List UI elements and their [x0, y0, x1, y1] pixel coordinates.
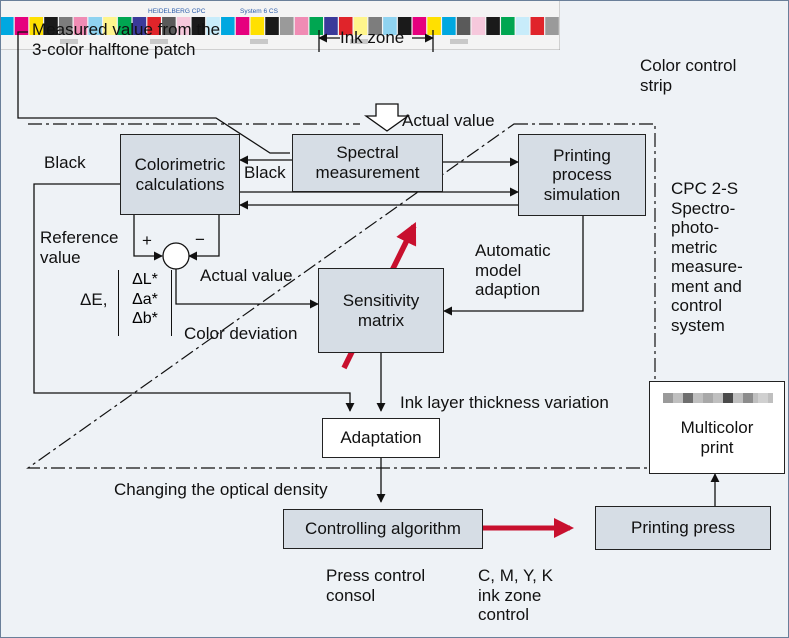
strip-patch [324, 17, 338, 35]
color-control-strip: HEIDELBERG CPC System 6 CS [0, 0, 561, 51]
strip-patch [103, 17, 117, 35]
box-sensitivity-matrix: Sensitivity matrix [318, 268, 444, 353]
strip-patch [338, 17, 353, 35]
label-changing-optical-density: Changing the optical density [114, 480, 328, 499]
strip-patch [44, 17, 58, 35]
strip-patch [73, 17, 88, 35]
strip-patch [501, 17, 515, 35]
label-ink-layer-thickness: Ink layer thickness variation [400, 393, 609, 412]
strip-patch [383, 17, 397, 35]
strip-patch [14, 17, 29, 35]
strip-patch [221, 17, 235, 35]
strip-patch [412, 17, 427, 35]
box-colorimetric-calculations: Colorimetric calculations [120, 134, 240, 215]
label-measured-value: Measured value from the 3-color halftone… [32, 20, 221, 59]
strip-patch [176, 17, 191, 35]
strip-patch [442, 17, 456, 35]
strip-patch [353, 17, 368, 35]
label-color-control-strip: Color control strip [640, 56, 737, 95]
box-adaptation: Adaptation [322, 418, 440, 458]
label-minus-sign: − [195, 230, 205, 249]
strip-patch [191, 17, 206, 35]
strip-marker [60, 39, 78, 44]
strip-patch [117, 17, 132, 35]
strip-marker [450, 39, 468, 44]
label-ink-zone: Ink zone [340, 28, 405, 47]
box-spectral-measurement: Spectral measurement [292, 134, 443, 192]
strip-patch [456, 17, 471, 35]
strip-patch [250, 17, 265, 35]
strip-patch [471, 17, 486, 35]
print-sample-strip [663, 393, 773, 403]
strip-patch [368, 17, 382, 35]
label-ink-zone-control: C, M, Y, K ink zone control [478, 566, 553, 625]
label-press-control-consol: Press control consol [326, 566, 426, 605]
strip-patch [147, 17, 161, 35]
label-plus-sign: + [142, 231, 152, 250]
strip-patch [545, 17, 559, 35]
connector-measured-value [17, 31, 290, 154]
strip-brand-text: HEIDELBERG CPC [148, 8, 206, 15]
strip-marker [250, 39, 268, 44]
strip-patch [132, 17, 147, 35]
actual-value-down-arrow [363, 103, 411, 132]
delta-l: ΔL* [132, 271, 158, 288]
strip-patch [162, 17, 176, 35]
strip-patch [397, 17, 412, 35]
strip-patch [427, 17, 441, 35]
arrow-model-adaption [443, 216, 584, 316]
strip-patch [530, 17, 545, 35]
box-printing-press: Printing press [595, 506, 771, 550]
arrow-reference-to-comparator [133, 215, 163, 261]
delta-a: Δa* [132, 290, 158, 308]
strip-system-text: System 6 CS [240, 8, 279, 15]
label-delta-e: ΔE, [80, 290, 108, 309]
box-controlling-algorithm: Controlling algorithm [283, 509, 483, 549]
strip-marker [350, 39, 368, 44]
label-actual-value-mid: Actual value [200, 266, 293, 285]
strip-patch [294, 17, 309, 35]
strip-patch [0, 17, 14, 35]
strip-patch [58, 17, 73, 35]
label-color-deviation: Color deviation [184, 324, 298, 343]
strip-patch [235, 17, 250, 35]
label-black-left: Black [44, 153, 86, 172]
strip-patch [206, 17, 220, 35]
comparator-circle [162, 242, 190, 270]
label-actual-value-top: Actual value [402, 111, 495, 130]
arrow-black-to-adaptation [33, 183, 355, 412]
strip-marker [150, 39, 168, 44]
arrow-actual-to-comparator [188, 215, 220, 261]
box-printing-process-simulation: Printing process simulation [518, 134, 646, 216]
label-black-mid: Black [244, 163, 286, 182]
delta-b: Δb* [132, 310, 158, 328]
delta-matrix: ΔL* Δa* Δb* [118, 270, 172, 336]
strip-patch [280, 17, 294, 35]
arrow-deviation-to-sensitivity [175, 269, 319, 309]
label-reference-value: Reference value [40, 228, 119, 267]
label-automatic-model-adaption: Automatic model adaption [475, 241, 551, 300]
strip-patch [486, 17, 500, 35]
strip-patch [515, 17, 530, 35]
strip-patch [265, 17, 279, 35]
strip-patch [29, 17, 44, 35]
strip-patch [88, 17, 102, 35]
label-cpc-system: CPC 2-S Spectro- photo- metric measure- … [671, 179, 743, 335]
